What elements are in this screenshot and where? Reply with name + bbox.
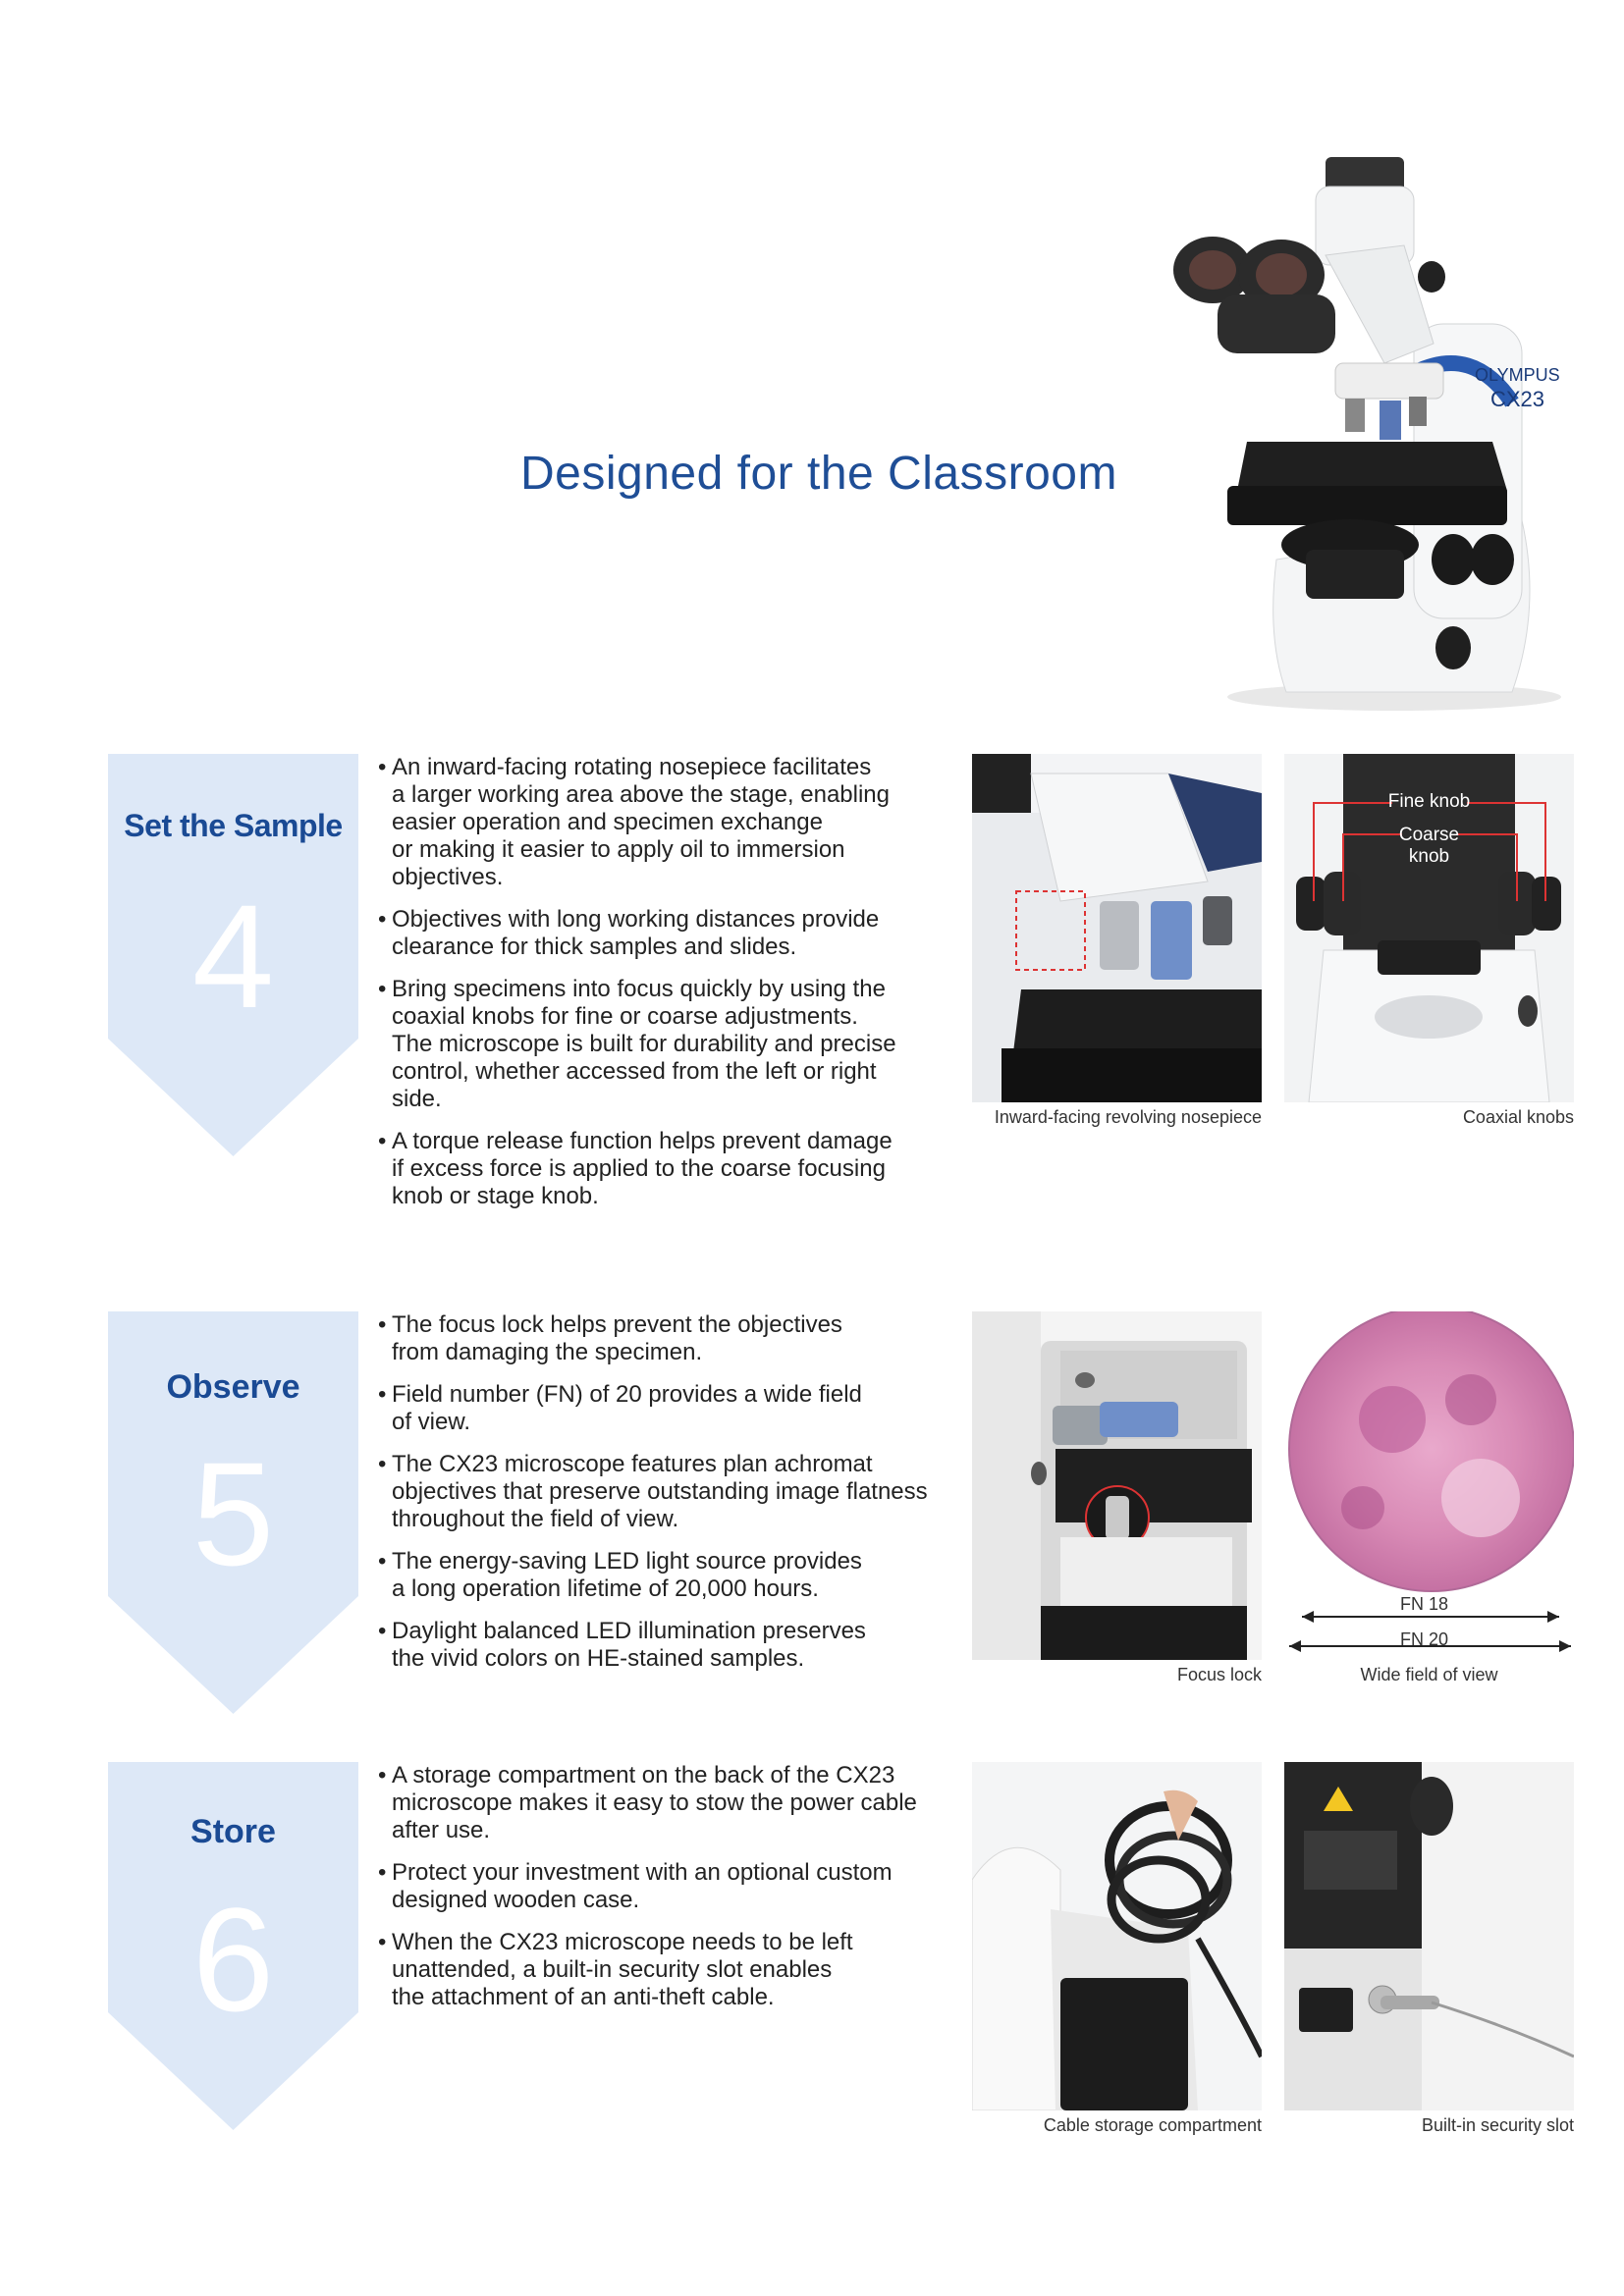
photo-security-slot	[1284, 1762, 1574, 2110]
bullet-item: •A torque release function helps prevent…	[378, 1128, 893, 1209]
step-label: Store	[190, 1813, 276, 1850]
chevron-shape	[108, 1311, 358, 1714]
photo-nosepiece	[972, 754, 1262, 1102]
page-title: Designed for the Classroom	[520, 448, 1117, 500]
photo-wide-field-of-view: FN 18 FN 20	[1284, 1311, 1574, 1660]
step-number: 6	[191, 1877, 275, 2042]
bullet-item: •Protect your investment with an optiona…	[378, 1859, 893, 1913]
bullet-item: •The CX23 microscope features plan achro…	[378, 1451, 928, 1532]
bullet-item: •When the CX23 microscope needs to be le…	[378, 1929, 853, 2010]
caption: Focus lock	[1176, 1665, 1262, 1684]
chevron-shape	[108, 754, 358, 1156]
step-marker-observe: Observe 5	[108, 1311, 358, 1714]
caption: Wide field of view	[1360, 1665, 1498, 1684]
bullet-item: •Field number (FN) of 20 provides a wide…	[378, 1381, 862, 1435]
step-marker-store: Store 6	[108, 1762, 358, 2130]
bullet-list-set-the-sample: •An inward-facing rotating nosepiece fac…	[378, 754, 967, 1225]
label-coarse: Coarse	[1398, 825, 1460, 845]
caption: Built-in security slot	[1421, 2115, 1574, 2135]
caption: Cable storage compartment	[1043, 2115, 1262, 2135]
photo-cable-storage	[972, 1762, 1262, 2110]
bullet-item: •Daylight balanced LED illumination pres…	[378, 1618, 866, 1672]
label-knob: knob	[1408, 846, 1450, 867]
hero-brand-label: OLYMPUS	[1475, 365, 1560, 385]
bullet-item: •A storage compartment on the back of th…	[378, 1762, 917, 1843]
step-number: 4	[191, 874, 275, 1039]
bullet-item: •The focus lock helps prevent the object…	[378, 1311, 842, 1365]
photo-focus-lock	[972, 1311, 1262, 1660]
bullet-list-store: •A storage compartment on the back of th…	[378, 1762, 967, 2026]
caption: Inward-facing revolving nosepiece	[994, 1107, 1262, 1127]
step-number: 5	[191, 1431, 275, 1596]
bullet-list-observe: •The focus lock helps prevent the object…	[378, 1311, 967, 1687]
bullet-item: •Objectives with long working distances …	[378, 906, 880, 960]
bullet-item: •The energy-saving LED light source prov…	[378, 1548, 862, 1602]
step-marker-set-the-sample: Set the Sample 4	[108, 754, 358, 1156]
photo-coaxial-knobs: Fine knob Coarse knob	[1284, 754, 1574, 1102]
hero-model-label: CX23	[1490, 387, 1544, 411]
step-label: Observe	[166, 1368, 300, 1406]
label-fn-18: FN 18	[1400, 1594, 1449, 1614]
chevron-shape	[108, 1762, 358, 2130]
step-label: Set the Sample	[124, 808, 343, 843]
label-fine-knob: Fine knob	[1387, 791, 1471, 812]
caption: Coaxial knobs	[1462, 1107, 1574, 1127]
label-fn-20: FN 20	[1400, 1629, 1449, 1649]
bullet-item: •An inward-facing rotating nosepiece fac…	[378, 754, 890, 890]
hero-microscope-image: OLYMPUS CX23	[1173, 157, 1561, 711]
bullet-item: •Bring specimens into focus quickly by u…	[378, 976, 896, 1112]
